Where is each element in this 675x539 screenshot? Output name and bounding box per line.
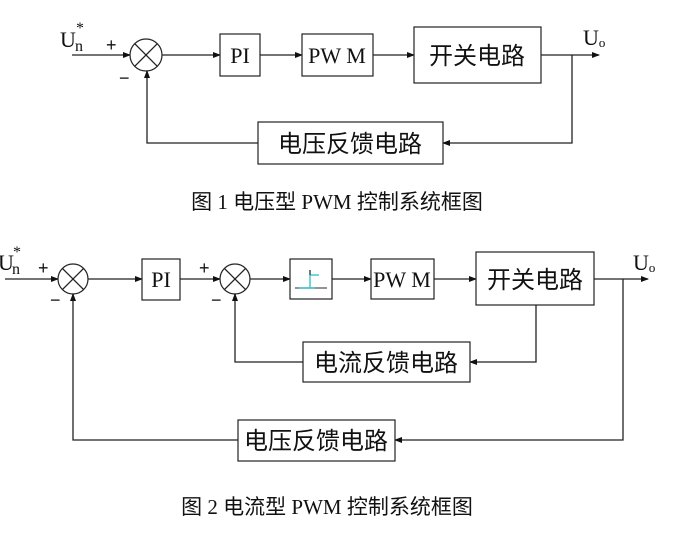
fig2-summing-junction-inner (219, 263, 251, 295)
fig1-input-superscript: * (76, 20, 84, 37)
fig1-caption: 图 1 电压型 PWM 控制系统框图 (191, 190, 483, 214)
fig2-plus-sign-2: + (199, 258, 210, 278)
fig1-minus-sign: − (119, 68, 130, 88)
fig1-input-label: U (60, 27, 76, 52)
figure-1: U n * + − PI PW M 开关电路 Uₒ (60, 20, 605, 214)
fig2-input-label: U (0, 250, 14, 275)
fig2-input-subscript: n (12, 261, 20, 278)
fig2-output-label: Uₒ (633, 250, 655, 275)
fig2-pi-label: PI (151, 267, 171, 292)
fig1-switch-circuit-label: 开关电路 (429, 42, 525, 70)
fig2-step-block (289, 258, 333, 300)
fig1-summing-junction (129, 38, 163, 72)
fig1-pwm-block: PW M (301, 33, 374, 77)
fig2-current-feedback-arrow-out (232, 293, 303, 363)
fig1-pwm-label: PW M (308, 43, 366, 68)
fig2-current-feedback-arrow-in (469, 305, 537, 365)
fig2-voltage-feedback-block: 电压反馈电路 (237, 419, 396, 462)
fig2-voltage-feedback-arrow-in (394, 279, 624, 443)
fig2-voltage-feedback-label: 电压反馈电路 (244, 427, 388, 455)
step-icon (295, 270, 327, 289)
fig2-current-feedback-label: 电流反馈电路 (314, 349, 458, 377)
fig1-switch-circuit-block: 开关电路 (413, 26, 542, 84)
fig2-pwm-block: PW M (370, 258, 435, 300)
fig1-pi-block: PI (219, 33, 261, 77)
figure-2: U n * + − PI + − (0, 244, 655, 519)
fig2-minus-sign-2: − (211, 290, 222, 310)
fig1-output-label: Uₒ (583, 25, 605, 50)
fig2-switch-circuit-label: 开关电路 (487, 266, 583, 294)
fig2-minus-sign-1: − (50, 290, 61, 310)
fig1-feedback-arrow-out (144, 70, 258, 144)
fig1-pi-label: PI (230, 43, 250, 68)
fig1-voltage-feedback-block: 电压反馈电路 (257, 121, 444, 165)
fig1-input-subscript: n (75, 38, 83, 55)
fig1-plus-sign: + (106, 35, 117, 55)
fig1-feedback-arrow-in (442, 55, 573, 146)
fig2-switch-circuit-block: 开关电路 (475, 251, 595, 306)
fig2-current-feedback-block: 电流反馈电路 (302, 341, 471, 383)
fig2-summing-junction-outer (57, 263, 89, 295)
fig2-plus-sign-1: + (38, 258, 49, 278)
fig2-pwm-label: PW M (373, 267, 431, 292)
fig2-caption: 图 2 电流型 PWM 控制系统框图 (181, 495, 473, 519)
fig1-voltage-feedback-label: 电压反馈电路 (278, 130, 422, 158)
fig2-pi-block: PI (141, 258, 181, 301)
fig2-input-superscript: * (13, 244, 21, 261)
fig2-voltage-feedback-arrow-out (70, 293, 238, 441)
